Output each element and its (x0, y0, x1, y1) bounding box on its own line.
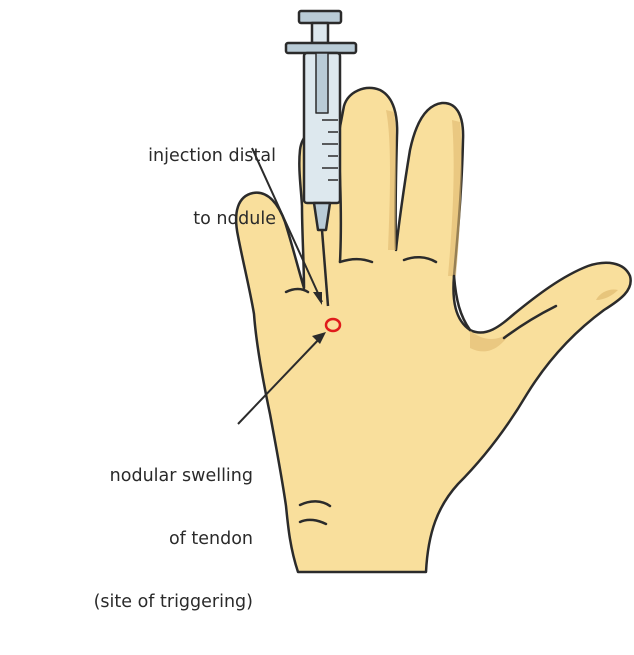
nodule-label-line-2: of tendon (6, 529, 253, 550)
injection-label-line-2: to nodule (50, 209, 276, 230)
nodule-marker (326, 319, 340, 331)
hand-illustration (236, 88, 631, 572)
nodule-label: nodular swelling of tendon (site of trig… (6, 424, 253, 655)
injection-label-line-1: injection distal (50, 146, 276, 167)
trigger-finger-injection-diagram: injection distal to nodule nodular swell… (0, 0, 634, 581)
nodule-label-line-3: (site of triggering) (6, 592, 253, 613)
injection-label: injection distal to nodule (50, 104, 276, 272)
nodule-label-line-1: nodular swelling (6, 466, 253, 487)
